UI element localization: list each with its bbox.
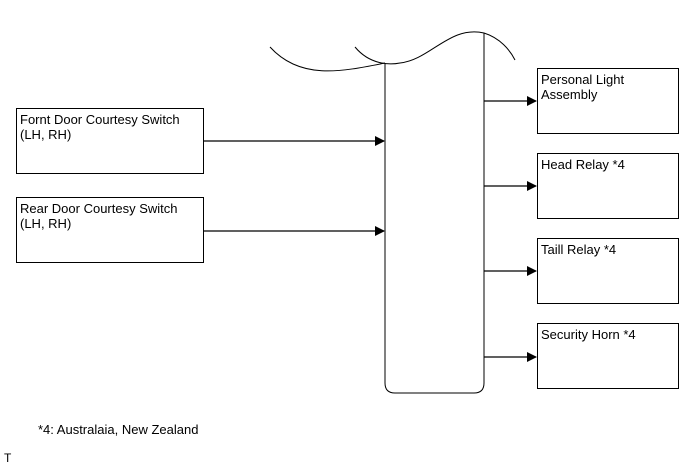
ecu-block — [269, 31, 516, 394]
box-label-line2: (LH, RH) — [20, 127, 72, 142]
box-label-line1: Fornt Door Courtesy Switch — [20, 112, 180, 127]
box-label-line1: Rear Door Courtesy Switch — [20, 201, 178, 216]
ecu-break-wave — [269, 46, 386, 72]
box-label-line1: Security Horn *4 — [541, 327, 636, 342]
personal-light-assembly-box: Personal Light Assembly — [537, 68, 679, 134]
corner-mark: T — [4, 451, 12, 465]
box-label-line2: (LH, RH) — [20, 216, 72, 231]
security-horn-box: Security Horn *4 — [537, 323, 679, 389]
box-label-line1: Taill Relay *4 — [541, 242, 617, 257]
footnote: *4: Australaia, New Zealand — [38, 422, 199, 437]
head-relay-box: Head Relay *4 — [537, 153, 679, 219]
tail-relay-box: Taill Relay *4 — [537, 238, 679, 304]
rear-door-courtesy-switch-box: Rear Door Courtesy Switch (LH, RH) — [16, 197, 204, 263]
box-label-line2: Assembly — [541, 87, 598, 102]
box-label-line1: Head Relay *4 — [541, 157, 625, 172]
box-label-line1: Personal Light — [541, 72, 625, 87]
front-door-courtesy-switch-box: Fornt Door Courtesy Switch (LH, RH) — [16, 108, 204, 174]
